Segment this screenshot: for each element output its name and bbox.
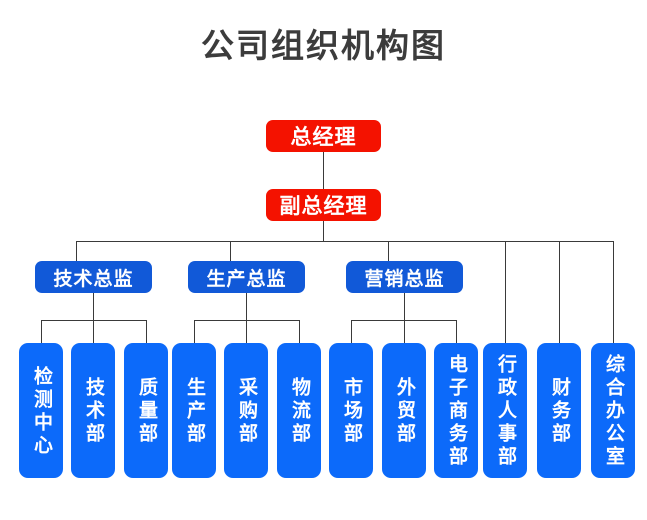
connector-director-3-child-1 — [351, 320, 352, 343]
connector-main-bus — [76, 241, 614, 242]
connector-director-1-stem — [93, 293, 94, 320]
node-director-technology[interactable]: 技术总监 — [35, 261, 152, 293]
node-dept-general-office[interactable]: 综合办公室 — [591, 343, 635, 478]
node-dept-production[interactable]: 生产部 — [172, 343, 216, 478]
node-general-manager[interactable]: 总经理 — [266, 120, 381, 152]
page-title: 公司组织机构图 — [201, 27, 446, 64]
connector-director-2-child-2 — [246, 320, 247, 343]
connector-director-3-child-3 — [456, 320, 457, 343]
node-dept-purchasing[interactable]: 采购部 — [224, 343, 268, 478]
node-dept-logistics[interactable]: 物流部 — [277, 343, 321, 478]
connector-bus-to-general-office — [613, 241, 614, 343]
connector-director-3-child-2 — [404, 320, 405, 343]
connector-director-1-child-1 — [41, 320, 42, 343]
node-director-marketing[interactable]: 营销总监 — [346, 261, 463, 293]
connector-bus-to-director-2 — [230, 241, 231, 261]
connector-director-1-child-3 — [146, 320, 147, 343]
node-dept-foreign-trade[interactable]: 外贸部 — [382, 343, 426, 478]
connector-director-2-child-1 — [194, 320, 195, 343]
node-dept-testing-center[interactable]: 检测中心 — [19, 343, 63, 478]
node-dept-market[interactable]: 市场部 — [329, 343, 373, 478]
node-director-production[interactable]: 生产总监 — [188, 261, 305, 293]
connector-director-2-stem — [246, 293, 247, 320]
node-dept-quality[interactable]: 质量部 — [124, 343, 168, 478]
node-dept-technology[interactable]: 技术部 — [71, 343, 115, 478]
connector-bus-to-director-1 — [76, 241, 77, 261]
connector-director-3-stem — [404, 293, 405, 320]
connector-director-2-child-3 — [299, 320, 300, 343]
connector-deputy-stem — [323, 221, 324, 242]
connector-gm-to-deputy — [323, 152, 324, 189]
node-deputy-general-manager[interactable]: 副总经理 — [266, 189, 381, 221]
connector-bus-to-finance-dept — [559, 241, 560, 343]
node-dept-administration-hr[interactable]: 行政人事部 — [483, 343, 527, 478]
node-dept-ecommerce[interactable]: 电子商务部 — [434, 343, 478, 478]
connector-director-3-bus — [351, 320, 456, 321]
connector-bus-to-director-3 — [388, 241, 389, 261]
node-dept-finance[interactable]: 财务部 — [537, 343, 581, 478]
connector-bus-to-hr-dept — [505, 241, 506, 343]
connector-director-1-child-2 — [93, 320, 94, 343]
